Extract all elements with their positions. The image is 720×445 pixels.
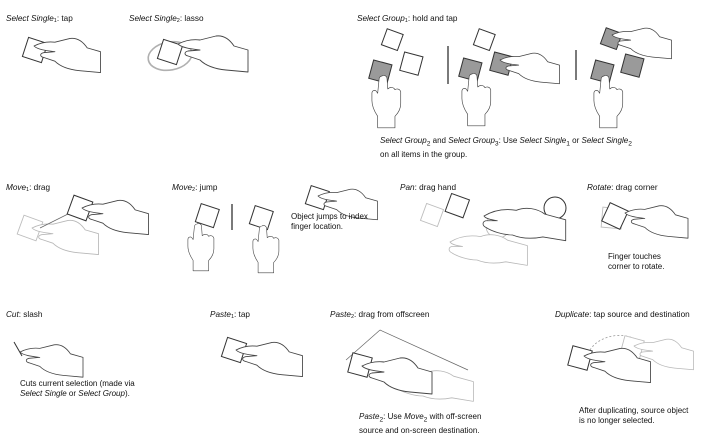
caption-term: Select Single bbox=[6, 14, 54, 23]
rotate-illustration bbox=[600, 202, 689, 239]
caption-desc: : tap source and destination bbox=[589, 310, 690, 319]
pan-illustration bbox=[419, 192, 567, 266]
note-line-1: Select Group2 and Select Group3: Use Sel… bbox=[380, 136, 680, 150]
caption-cut: Cut: slash bbox=[6, 310, 42, 320]
caption-desc: : slash bbox=[18, 310, 43, 319]
caption-desc: : lasso bbox=[179, 14, 204, 23]
note-line-2: on all items in the group. bbox=[380, 149, 468, 159]
note-term: Select Group bbox=[78, 389, 125, 398]
caption-term: Paste bbox=[210, 310, 231, 319]
caption-desc: : drag from offscreen bbox=[354, 310, 430, 319]
note-subscript: 1 bbox=[566, 140, 570, 148]
caption-term: Pan bbox=[400, 183, 415, 192]
caption-subscript: 2 bbox=[350, 314, 354, 320]
caption-desc: : drag bbox=[29, 183, 51, 192]
caption-rotate: Rotate: drag corner bbox=[587, 183, 658, 193]
caption-move-2: Move2: jump bbox=[172, 183, 217, 193]
caption-term: Rotate bbox=[587, 183, 612, 192]
caption-paste-2: Paste2: drag from offscreen bbox=[330, 310, 429, 320]
caption-pan: Pan: drag hand bbox=[400, 183, 456, 193]
select-single-1-illustration bbox=[21, 36, 101, 74]
note-rotate: Finger touches corner to rotate. bbox=[608, 252, 664, 272]
caption-subscript: 1 bbox=[26, 187, 30, 193]
caption-move-1: Move1: drag bbox=[6, 183, 50, 193]
note-text: and bbox=[430, 136, 449, 145]
note-text: : Use bbox=[383, 412, 405, 421]
caption-select-single-1: Select Single1: tap bbox=[6, 14, 73, 24]
caption-term: Select Single bbox=[129, 14, 177, 23]
note-move-2: Object jumps to index finger location. bbox=[291, 212, 368, 232]
note-text: or bbox=[66, 389, 79, 398]
caption-subscript: 2 bbox=[176, 18, 180, 24]
caption-subscript: 1 bbox=[404, 18, 408, 24]
note-line-2: Select Single or Select Group). bbox=[20, 389, 135, 399]
note-cut: Cuts current selection (made via Select … bbox=[20, 379, 135, 399]
note-text: ). bbox=[124, 389, 130, 398]
caption-term: Move bbox=[172, 183, 193, 192]
note-text: : Use bbox=[498, 136, 520, 145]
note-subscript: 2 bbox=[426, 140, 431, 148]
note-line-1: Paste2: Use Move2 with off-screen bbox=[359, 412, 481, 426]
note-text: with off-screen bbox=[427, 412, 482, 421]
note-term: Select Group bbox=[380, 136, 427, 145]
caption-desc: : jump bbox=[195, 183, 218, 192]
caption-paste-1: Paste1: tap bbox=[210, 310, 250, 320]
note-term: Select Single bbox=[519, 136, 567, 145]
note-paste-2: Paste2: Use Move2 with off-screen source… bbox=[359, 412, 481, 436]
note-subscript: 3 bbox=[494, 140, 499, 148]
caption-term: Cut bbox=[6, 310, 19, 319]
caption-desc: : drag hand bbox=[414, 183, 457, 192]
caption-term: Paste bbox=[330, 310, 351, 319]
note-line-2: finger location. bbox=[291, 222, 344, 231]
caption-subscript: 1 bbox=[230, 314, 234, 320]
note-term: Select Single bbox=[581, 136, 629, 145]
note-term: Move bbox=[404, 412, 424, 421]
move-1-illustration bbox=[16, 194, 149, 256]
note-line-2: is no longer selected. bbox=[579, 416, 655, 425]
note-text: or bbox=[569, 136, 582, 145]
paste-2-illustration bbox=[345, 329, 474, 402]
caption-desc: : tap bbox=[56, 14, 73, 23]
move-2-illustration bbox=[187, 185, 378, 274]
note-term: Paste bbox=[359, 412, 380, 421]
note-term: Select Single bbox=[20, 389, 67, 398]
caption-subscript: 1 bbox=[53, 18, 57, 24]
caption-term: Move bbox=[6, 183, 27, 192]
caption-desc: : tap bbox=[234, 310, 250, 319]
caption-select-group-1: Select Group1: hold and tap bbox=[357, 14, 457, 24]
caption-term: Duplicate bbox=[555, 310, 590, 319]
note-subscript: 2 bbox=[379, 416, 384, 424]
caption-subscript: 2 bbox=[192, 187, 196, 193]
paste-1-illustration bbox=[220, 336, 303, 378]
caption-term: Select Group bbox=[357, 14, 405, 23]
note-select-group: Select Group2 and Select Group3: Use Sel… bbox=[380, 136, 680, 160]
note-line-2: corner to rotate. bbox=[608, 262, 665, 271]
note-line-1: Cuts current selection (made via bbox=[20, 379, 135, 388]
note-line-1: Object jumps to index bbox=[291, 212, 368, 221]
caption-desc: : drag corner bbox=[611, 183, 658, 192]
select-group-1-illustration bbox=[368, 27, 672, 129]
note-line-1: Finger touches bbox=[608, 252, 661, 261]
caption-select-single-2: Select Single2: lasso bbox=[129, 14, 204, 24]
note-line-2: source and on-screen destination. bbox=[359, 425, 480, 435]
caption-duplicate: Duplicate: tap source and destination bbox=[555, 310, 690, 320]
cut-illustration bbox=[13, 341, 84, 378]
note-duplicate: After duplicating, source object is no l… bbox=[579, 406, 688, 426]
note-subscript: 2 bbox=[628, 140, 632, 148]
note-line-1: After duplicating, source object bbox=[579, 406, 689, 415]
note-subscript: 2 bbox=[423, 416, 428, 424]
select-single-2-illustration bbox=[147, 35, 249, 73]
caption-desc: : hold and tap bbox=[407, 14, 458, 23]
note-term: Select Group bbox=[448, 136, 495, 145]
duplicate-illustration bbox=[567, 335, 694, 384]
